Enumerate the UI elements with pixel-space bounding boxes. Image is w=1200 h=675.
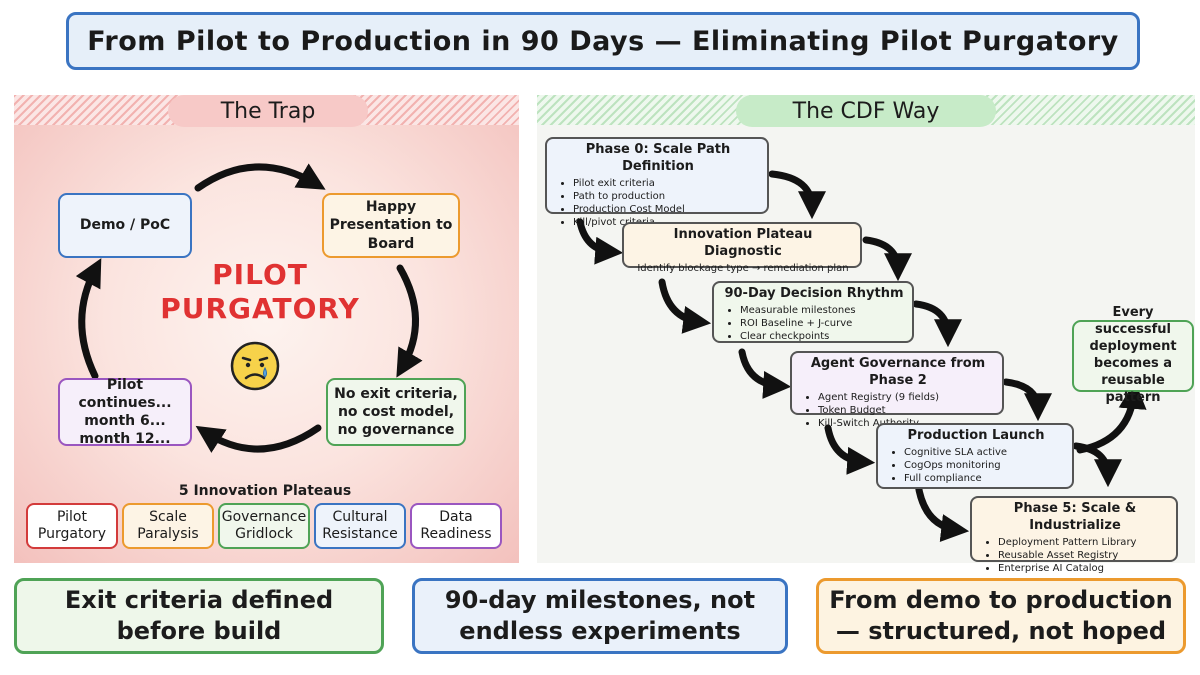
trap-heading: The Trap <box>168 95 368 127</box>
node-happy-presentation: Happy Presentation to Board <box>322 193 460 258</box>
purgatory-line-2: PURGATORY <box>160 292 360 326</box>
phase-0-bullet: Pilot exit criteria <box>573 177 759 190</box>
phase-0-scale-path: Phase 0: Scale Path Definition Pilot exi… <box>545 137 769 228</box>
reusable-pattern-note: Every successful deployment becomes a re… <box>1072 305 1194 405</box>
diagnostic-title: Innovation Plateau Diagnostic <box>673 227 813 259</box>
phase-90-day-decision-rhythm: 90-Day Decision Rhythm Measurable milest… <box>712 281 914 343</box>
phase-5-bullet: Reusable Asset Registry <box>998 549 1168 562</box>
plateau-cultural-resistance: Cultural Resistance <box>314 503 406 549</box>
plateau-pilot-purgatory: Pilot Purgatory <box>26 503 118 549</box>
launch-bullet: CogOps monitoring <box>904 459 1064 472</box>
launch-bullet: Full compliance <box>904 472 1064 485</box>
cdf-heading: The CDF Way <box>736 95 996 127</box>
plateau-governance-gridlock: Governance Gridlock <box>218 503 310 549</box>
takeaway-demo-to-production: From demo to production — structured, no… <box>816 578 1186 654</box>
page-title: From Pilot to Production in 90 Days — El… <box>66 12 1140 70</box>
governance-bullet: Token Budget <box>818 404 994 417</box>
phase-5-bullet: Enterprise AI Catalog <box>998 562 1168 575</box>
phase-5-bullet: Deployment Pattern Library <box>998 536 1168 549</box>
launch-title: Production Launch <box>907 428 1045 443</box>
purgatory-line-1: PILOT <box>212 258 308 291</box>
plateau-scale-paralysis: Scale Paralysis <box>122 503 214 549</box>
takeaway-90-day-milestones: 90-day milestones, not endless experimen… <box>412 578 788 654</box>
rhythm-bullet: Clear checkpoints <box>740 330 904 343</box>
phase-0-bullet: Production Cost Model <box>573 203 759 216</box>
plateaus-caption: 5 Innovation Plateaus <box>178 483 352 499</box>
phase-innovation-plateau-diagnostic: Innovation Plateau Diagnostic Identify b… <box>622 222 862 274</box>
diagnostic-text: Identify blockage type → remediation pla… <box>637 262 849 274</box>
takeaway-exit-criteria: Exit criteria defined before build <box>14 578 384 654</box>
plateau-data-readiness: Data Readiness <box>410 503 502 549</box>
node-pilot-continues: Pilot continues... month 6... month 12..… <box>58 377 192 447</box>
rhythm-bullet: ROI Baseline + J-curve <box>740 317 904 330</box>
phase-production-launch: Production Launch Cognitive SLA active C… <box>876 423 1074 489</box>
phase-0-title: Phase 0: Scale Path Definition <box>585 142 731 174</box>
node-no-exit-criteria: No exit criteria, no cost model, no gove… <box>326 378 466 446</box>
phase-5-scale-industrialize: Phase 5: Scale & Industrialize Deploymen… <box>970 496 1178 574</box>
governance-title: Agent Governance from Phase 2 <box>810 356 986 388</box>
pilot-purgatory-label: PILOT PURGATORY <box>150 258 370 338</box>
rhythm-title: 90-Day Decision Rhythm <box>724 286 904 301</box>
node-demo-poc: Demo / PoC <box>58 193 192 258</box>
launch-bullet: Cognitive SLA active <box>904 446 1064 459</box>
governance-bullet: Agent Registry (9 fields) <box>818 391 994 404</box>
governance-bullet: Kill-Switch Authority <box>818 417 994 430</box>
phase-0-bullet: Path to production <box>573 190 759 203</box>
rhythm-bullet: Measurable milestones <box>740 304 904 317</box>
crying-face-icon <box>230 341 280 391</box>
phase-0-bullet: Kill/pivot criteria <box>573 216 759 229</box>
phase-5-title: Phase 5: Scale & Industrialize <box>1013 501 1137 533</box>
phase-agent-governance: Agent Governance from Phase 2 Agent Regi… <box>790 351 1004 429</box>
